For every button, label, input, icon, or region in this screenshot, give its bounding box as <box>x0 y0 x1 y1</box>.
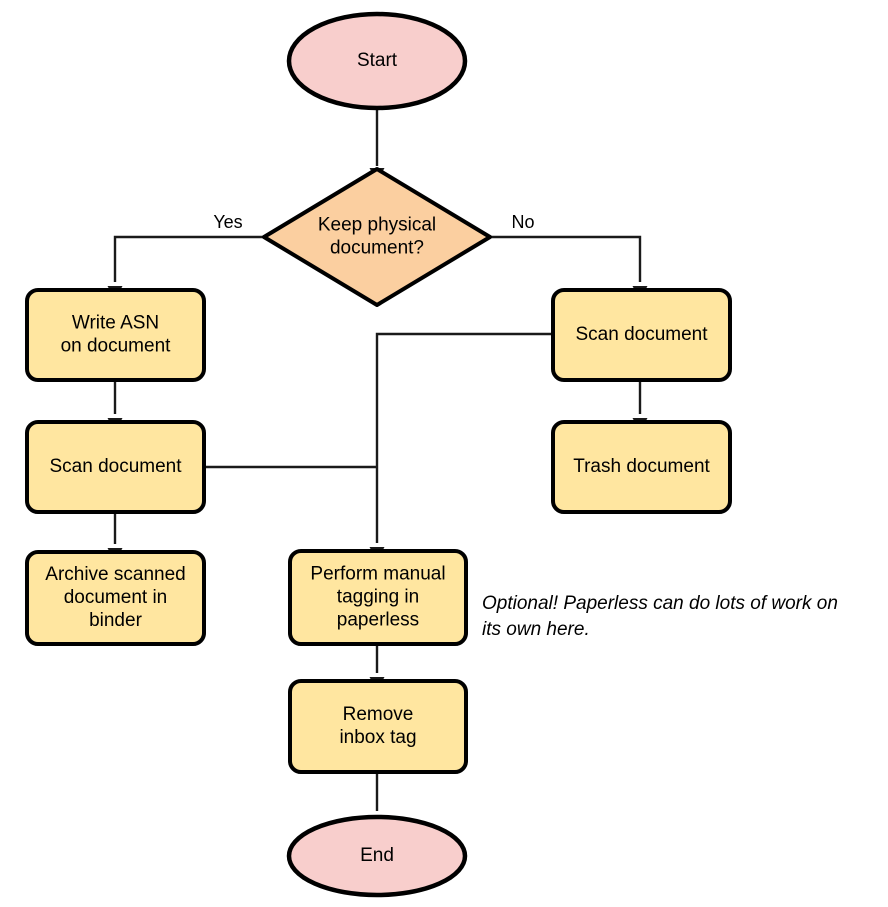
node-label-line: document in <box>64 587 168 608</box>
node-label-line: Write ASN <box>72 313 159 334</box>
node-label-line: Perform manual <box>310 564 445 585</box>
node-label-line: Archive scanned <box>45 564 185 585</box>
decision-shape <box>262 167 492 307</box>
process-shape <box>551 420 732 514</box>
process-shape <box>25 420 206 514</box>
process-shape <box>551 288 732 382</box>
process-shape <box>288 679 468 774</box>
node-label-line: tagging in <box>337 587 419 608</box>
node-label-line: Scan document <box>49 456 182 477</box>
edge-line <box>490 235 642 282</box>
node-label-line: inbox tag <box>339 727 416 748</box>
node-label-line: paperless <box>337 610 419 631</box>
node-scan-document-right[interactable]: Scan document <box>551 288 732 382</box>
process-shape <box>25 288 206 382</box>
edge-line <box>375 332 553 543</box>
node-label-line: document? <box>330 238 424 259</box>
edge-line <box>113 235 264 282</box>
node-start[interactable]: Start <box>286 11 468 111</box>
node-trash-document[interactable]: Trash document <box>551 420 732 514</box>
edge-decision-yes-to-write-asn: Yes <box>107 212 264 300</box>
node-scan-document-left[interactable]: Scan document <box>25 420 206 514</box>
process-shape <box>25 550 206 646</box>
node-label-line: Keep physical <box>318 215 436 236</box>
process-shape <box>288 549 468 646</box>
annotation-line: its own here. <box>482 619 590 640</box>
edge-scan-right-to-tagging <box>369 332 553 561</box>
node-label-line: binder <box>89 610 142 631</box>
node-label-line: Scan document <box>575 324 708 345</box>
edge-decision-no-to-scan-right: No <box>490 212 648 300</box>
annotation-optional-note: Optional! Paperless can do lots of work … <box>482 593 838 640</box>
node-label-line: End <box>360 845 394 866</box>
node-label-line: Trash document <box>573 456 710 477</box>
terminator-shape <box>286 11 468 111</box>
node-label-line: Start <box>357 50 398 71</box>
annotation-line: Optional! Paperless can do lots of work … <box>482 593 838 614</box>
annotations-layer: Optional! Paperless can do lots of work … <box>482 593 838 640</box>
edge-label-no: No <box>511 212 534 232</box>
node-label-line: on document <box>61 336 172 357</box>
terminator-shape <box>286 814 468 898</box>
edge-label-yes: Yes <box>213 212 242 232</box>
node-end[interactable]: End <box>286 814 468 898</box>
node-label-line: Remove <box>343 704 414 725</box>
